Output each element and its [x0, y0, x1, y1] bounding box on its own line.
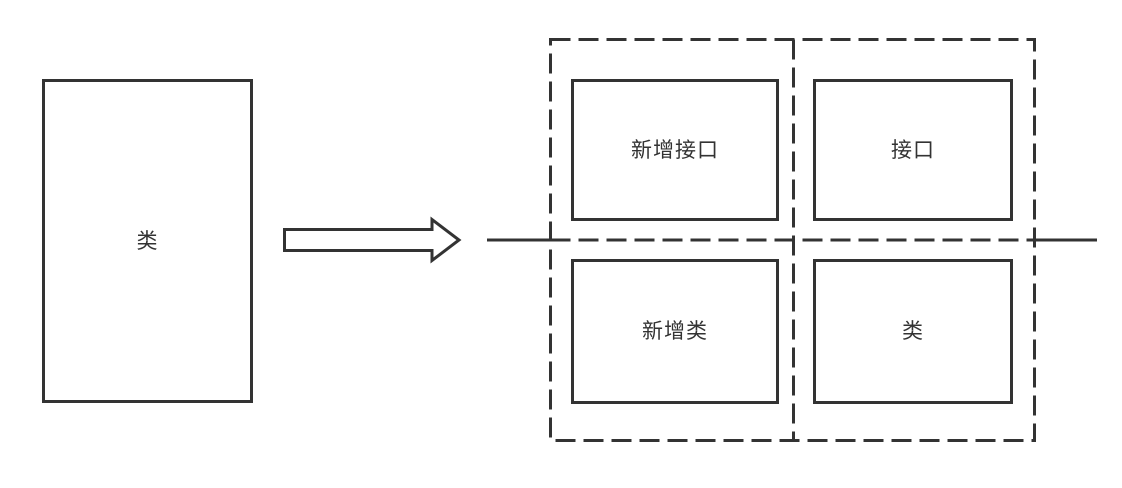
block-arrow-right-icon	[283, 216, 462, 264]
cell-label-class: 类	[902, 319, 924, 343]
cell-label-new-class: 新增类	[642, 319, 708, 343]
cell-box-class[interactable]	[813, 259, 1013, 404]
cell-box-new-class[interactable]	[571, 259, 779, 404]
source-class-box[interactable]	[42, 79, 253, 403]
source-class-label: 类	[136, 228, 159, 253]
cell-box-interface[interactable]	[813, 79, 1013, 221]
cell-label-new-interface: 新增接口	[631, 137, 719, 162]
cell-label-interface: 接口	[891, 137, 935, 162]
cell-box-new-interface[interactable]	[571, 79, 779, 221]
